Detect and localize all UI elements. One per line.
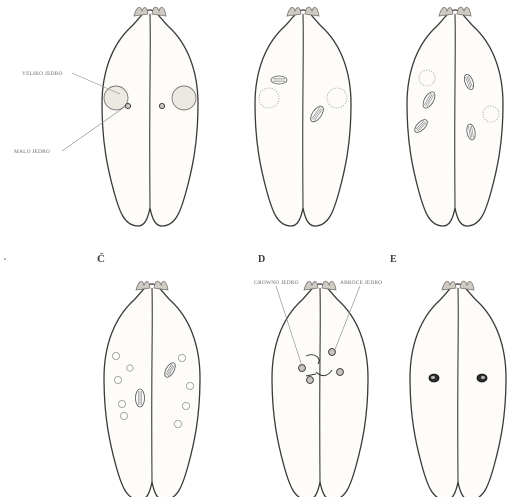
zygotic-nucleus-right [477, 374, 487, 382]
panel-letter-c: Č [97, 252, 105, 265]
label-micronucleus: MALO JEDRO [14, 149, 50, 155]
pair-stage-e [410, 281, 506, 497]
micronucleus-migratory-left [307, 377, 314, 384]
panel-letter-e: E [390, 254, 397, 265]
zygotic-nucleus-left [429, 374, 439, 382]
stray-mark [4, 258, 6, 260]
contact-seam [320, 288, 321, 482]
micronucleus-stationary-right [337, 369, 344, 376]
label-macronucleus: VELIKO JEDRO [22, 71, 63, 77]
pair-stage-b [255, 7, 351, 226]
pair-stage-c [407, 7, 503, 226]
macronucleus-left [104, 86, 128, 110]
meiotic-spindle-icon [136, 389, 145, 407]
label-new-micronucleus: ABROCE JEDRO [340, 280, 382, 286]
label-new-macronucleus: GROWNO JEDRO [254, 280, 299, 286]
contact-seam [455, 14, 456, 208]
contact-seam [152, 288, 153, 482]
contact-seam [303, 14, 304, 208]
micronucleus-migratory-right [329, 349, 336, 356]
pair-stage-a [102, 7, 198, 226]
micronucleus-left [125, 103, 130, 108]
panel-letter-d: D [258, 254, 265, 265]
pair-stage-c-bottom [104, 281, 200, 497]
contact-seam [458, 288, 459, 482]
micronucleus-right [159, 103, 164, 108]
pair-stage-d [272, 281, 368, 497]
contact-seam [150, 14, 151, 208]
macronucleus-right [172, 86, 196, 110]
meiotic-spindle-icon [271, 76, 287, 84]
